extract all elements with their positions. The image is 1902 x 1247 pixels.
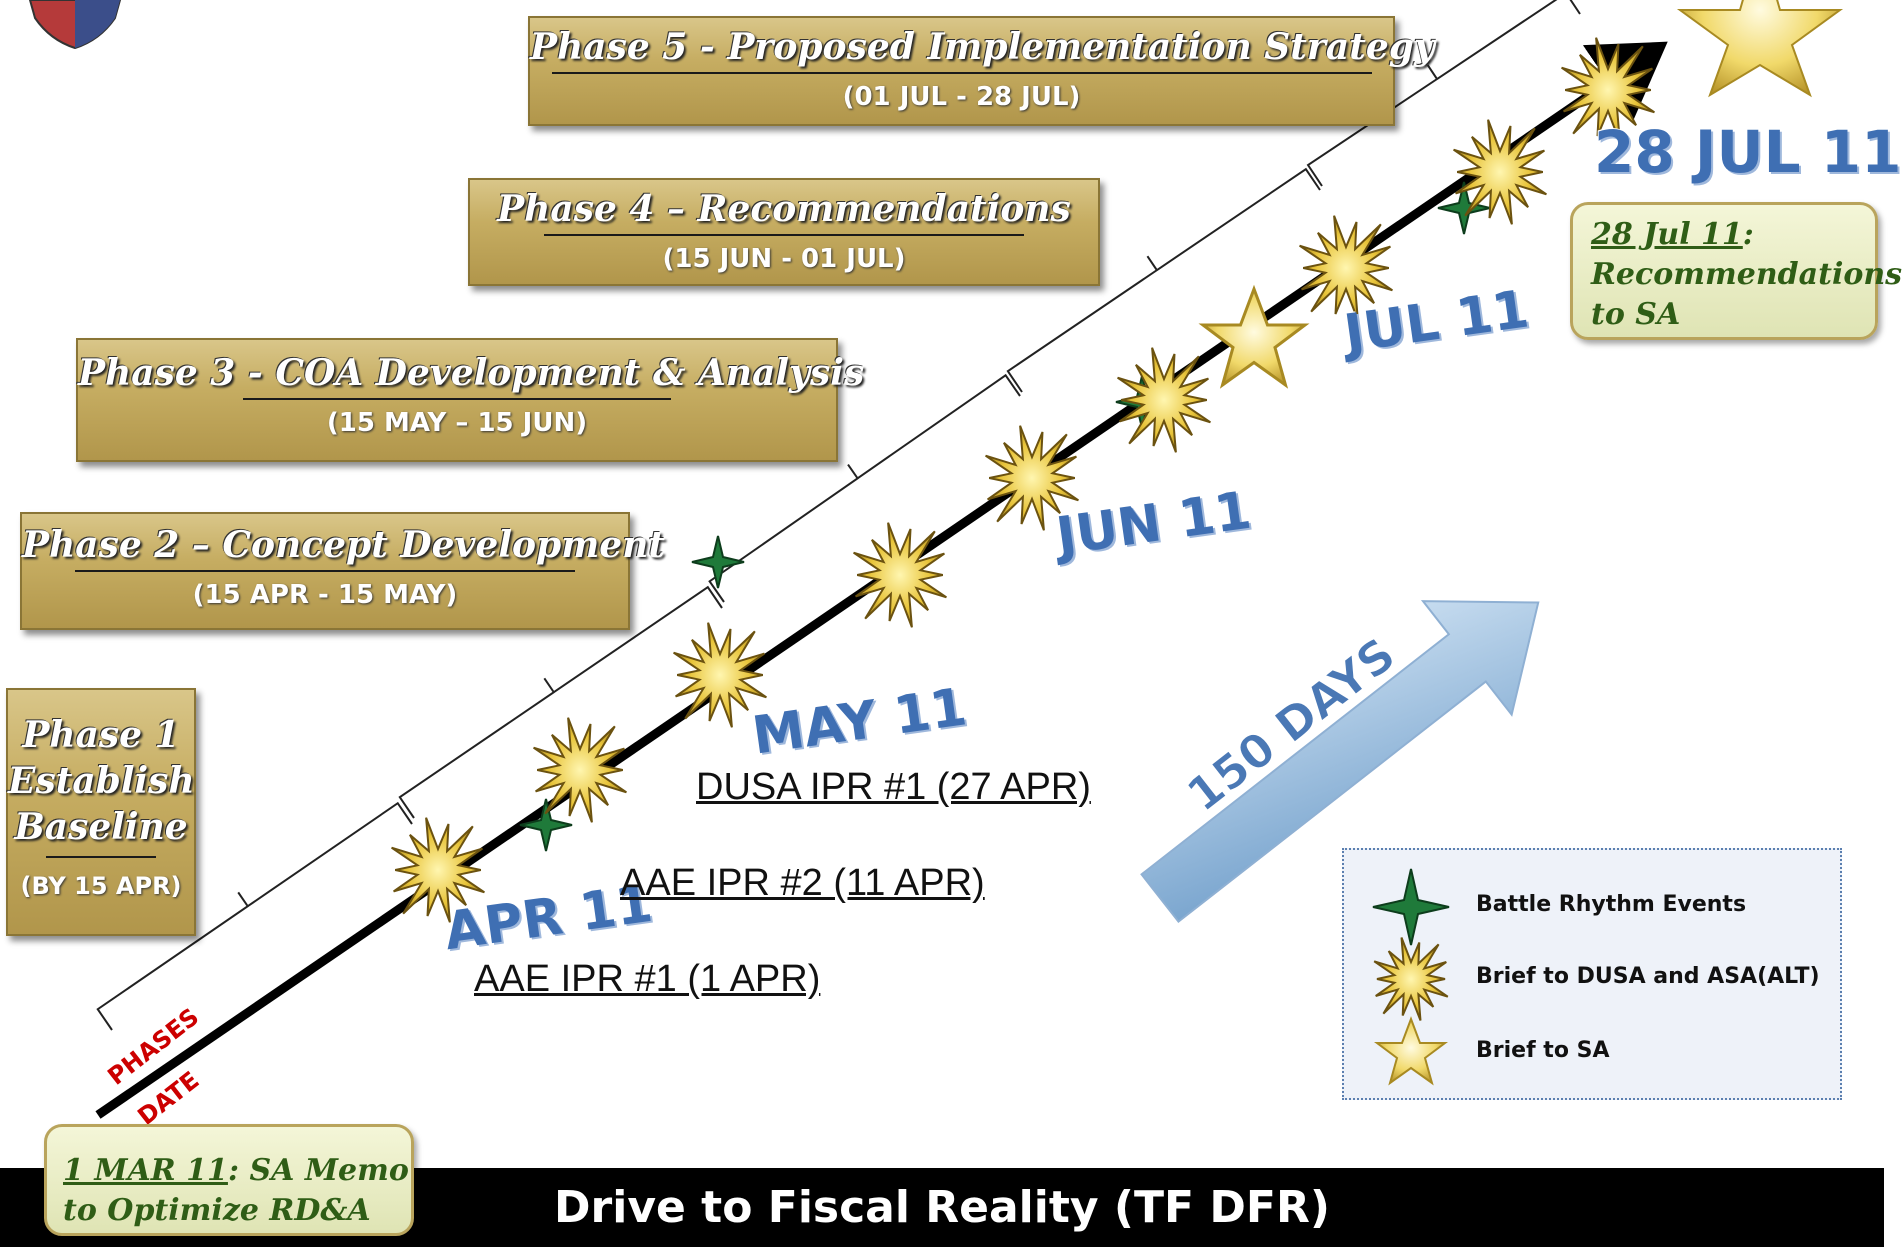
dusa-brief-burst [673,622,767,728]
phase-2-title: Phase 2 – Concept Development [22,524,665,566]
start-note-text: : SA Memo to Optimize RD&A [63,1153,409,1228]
phase-5-box: Phase 5 - Proposed Implementation Strate… [528,16,1435,126]
legend-row-brief-dusa: Brief to DUSA and ASA(ALT) [1344,937,1840,1021]
legend-row-brief-sa: Brief to SA [1344,1016,1840,1086]
top-right-star-icon [1676,0,1844,98]
phase-4-box: Phase 4 – Recommendations (15 JUN - 01 J… [468,178,1100,286]
battle-rhythm-marker [691,535,745,589]
legend-label-brief-sa: Brief to SA [1476,1038,1610,1063]
gold-burst-icon [1373,937,1449,1021]
ipr-label-aae-2: AAE IPR #2 (11 APR) [620,862,985,904]
phase-4-title: Phase 4 – Recommendations [497,188,1071,230]
phase-3-title: Phase 3 - COA Development & Analysis [78,352,865,394]
dusa-brief-burst [1117,347,1211,453]
start-note: 1 MAR 11: SA Memo to Optimize RD&A [44,1124,414,1236]
dusa-brief-burst [391,817,485,923]
phase-brace [96,801,413,1031]
dusa-brief-burst [853,522,947,628]
sa-brief-star [1198,284,1310,389]
phase-1-rule [46,856,156,858]
end-note-date: 28 Jul 11 [1591,217,1743,252]
battle-rhythm-marker [519,798,573,852]
phase-5-title: Phase 5 - Proposed Implementation Strate… [530,26,1435,68]
dusa-brief-burst [985,425,1079,531]
legend-label-brief-dusa: Brief to DUSA and ASA(ALT) [1476,964,1820,989]
phase-5-rule [551,72,1372,74]
dusa-brief-burst [1453,119,1547,225]
phase-3-rule [243,398,671,400]
phase-1-title-line-2: Establish [8,760,195,802]
phase-5-range: (01 JUL - 28 JUL) [842,82,1081,112]
phase-brace [398,585,723,819]
phase-3-box: Phase 3 - COA Development & Analysis (15… [76,338,865,462]
month-label-end: 28 JUL 11 [1594,118,1902,186]
army-shield-logo [28,0,122,50]
phase-1-range: (BY 15 APR) [20,872,182,900]
phase-2-rule [75,570,575,572]
legend: Battle Rhythm Events Brief to DUSA and A… [1342,848,1842,1100]
axis-label-date: DATE [132,1066,204,1131]
dusa-brief-burst [1299,215,1393,321]
green-four-point-star-icon [1372,868,1450,946]
dusa-brief-burst [1561,37,1655,143]
phase-4-range: (15 JUN - 01 JUL) [662,244,906,274]
phase-brace [1006,167,1321,393]
phase-brace [708,373,1021,603]
gold-star-icon [1374,1016,1448,1086]
phase-4-rule [544,234,1024,236]
phase-1-title-line-1: Phase 1 [22,714,180,756]
phase-1-title-line-3: Baseline [14,806,188,848]
phase-3-range: (15 MAY – 15 JUN) [326,408,588,438]
phase-2-range: (15 APR - 15 MAY) [192,580,458,610]
legend-row-battle-rhythm: Battle Rhythm Events [1344,868,1840,946]
start-note-date: 1 MAR 11 [63,1153,228,1188]
end-note-text: : Recommendations to SA [1591,217,1902,332]
phase-2-box: Phase 2 – Concept Development (15 APR - … [20,512,665,630]
slide-title: Drive to Fiscal Reality (TF DFR) [554,1182,1330,1233]
dusa-brief-burst [533,717,627,823]
end-note: 28 Jul 11: Recommendations to SA [1570,202,1902,340]
event-markers [391,37,1655,923]
ipr-label-dusa-1: DUSA IPR #1 (27 APR) [696,766,1091,808]
phase-1-box: Phase 1 Establish Baseline (BY 15 APR) [6,688,196,936]
legend-label-battle-rhythm: Battle Rhythm Events [1476,892,1747,917]
ipr-label-aae-1: AAE IPR #1 (1 APR) [474,958,821,1000]
